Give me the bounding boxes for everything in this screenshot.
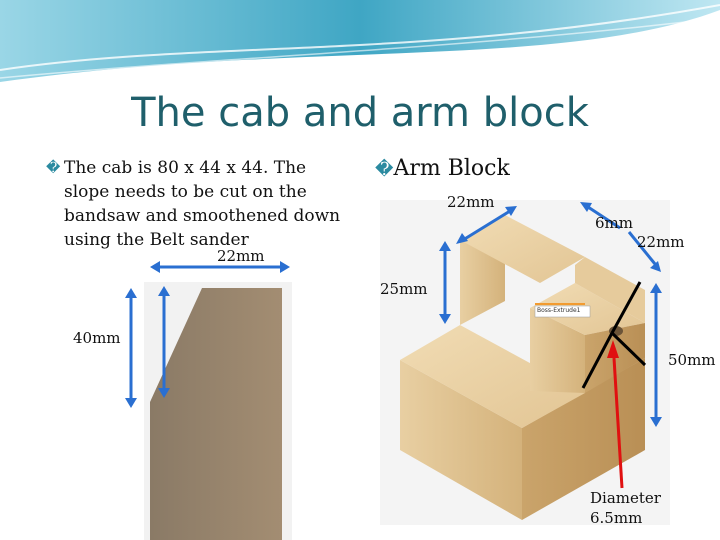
slide-title: The cab and arm block [131, 90, 589, 136]
feature-tag-label: Boss-Extrude1 [537, 307, 581, 314]
cab-height-label: 40mm [73, 329, 121, 347]
cab-width-label: 22mm [217, 247, 265, 265]
cab-block-drawing [144, 282, 292, 540]
cab-description: � The cab is 80 x 44 x 44. The slope nee… [46, 156, 356, 252]
bullet-icon: � [375, 159, 394, 180]
arm-right-height-label: 50mm [668, 351, 716, 369]
hole-diameter-label: Diameter 6.5mm [590, 488, 661, 528]
arm-block-heading: �Arm Block [375, 156, 510, 181]
header-wave [0, 0, 720, 82]
arm-block-heading-text: Arm Block [393, 156, 510, 181]
arm-top-width-label: 22mm [447, 193, 495, 211]
arm-left-height-label: 25mm [380, 280, 428, 298]
hole-diameter-line2: 6.5mm [590, 509, 643, 527]
arm-right-width-label: 22mm [637, 233, 685, 251]
hole-diameter-line1: Diameter [590, 489, 661, 507]
cab-description-text: The cab is 80 x 44 x 44. The slope needs… [64, 158, 341, 250]
cab-block-shape [150, 288, 282, 540]
bullet-icon: � [46, 160, 61, 176]
arm-step-label: 6mm [595, 214, 633, 232]
